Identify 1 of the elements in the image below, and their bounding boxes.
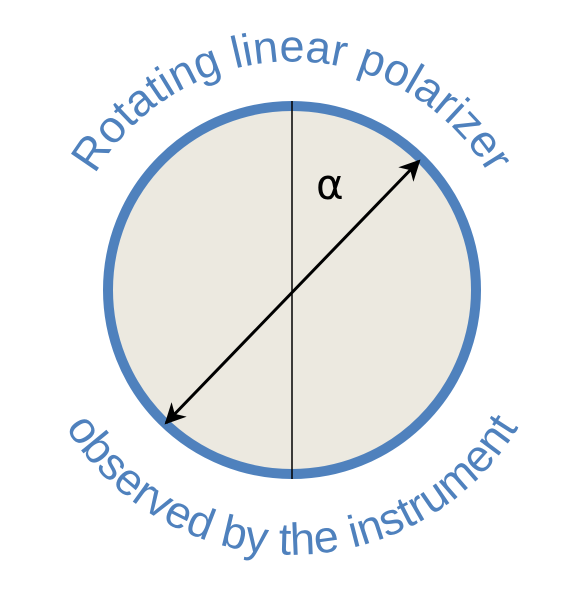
- angle-label: α: [316, 160, 344, 209]
